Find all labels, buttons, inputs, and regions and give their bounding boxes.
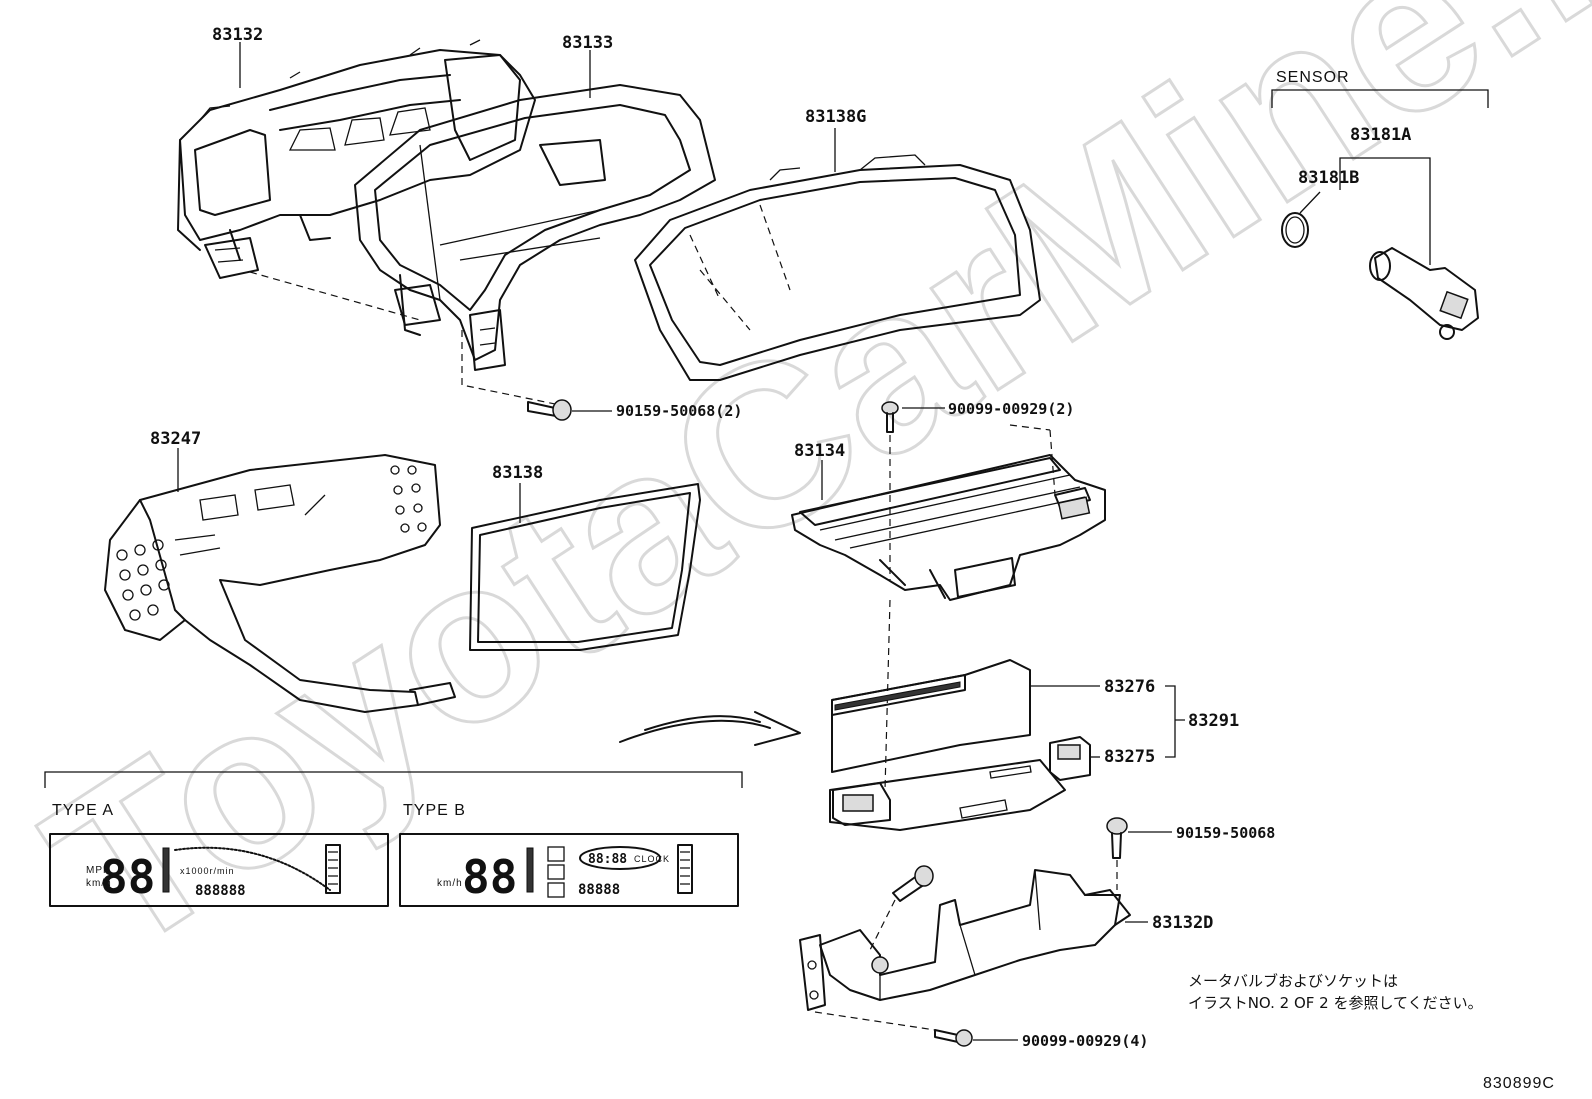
part-83275-socket [1049, 736, 1091, 781]
type-a-display: 88 MPH km/h x1000r/min 888888 [49, 833, 389, 907]
label-83138: 83138 [492, 463, 543, 483]
screw-90159-50068-lower [1106, 817, 1128, 859]
screw-90099-00929-top [881, 401, 899, 433]
type-b-odo: 88888 [578, 882, 620, 898]
label-83138g: 83138G [805, 107, 866, 127]
part-83181a-sensor [1369, 247, 1479, 340]
type-a-x1000: x1000r/min [180, 866, 235, 876]
type-a-odo: 888888 [195, 883, 246, 899]
type-a-digits: 88 [100, 850, 155, 904]
label-90099-00929-4: 90099-00929(4) [1022, 1032, 1148, 1050]
label-83247: 83247 [150, 429, 201, 449]
label-83181b: 83181B [1298, 168, 1359, 188]
screw-90159-50068-top [527, 399, 572, 421]
screw-side [892, 865, 934, 902]
type-b-digits: 88 [462, 850, 517, 904]
part-83138g-meter-glass [634, 154, 1041, 381]
type-b-display: 88 km/h 88:88 CLOCK 88888 [399, 833, 739, 907]
part-83132d-lower-case [799, 869, 1131, 1011]
diagram-code: 830899C [1483, 1075, 1555, 1092]
note-line-2: イラストNO. 2 OF 2 を参照してください。 [1188, 994, 1483, 1012]
label-83134: 83134 [794, 441, 845, 461]
part-83181b-o-ring [1281, 212, 1309, 248]
part-83134-meter-body [791, 454, 1106, 601]
label-83276: 83276 [1104, 677, 1155, 697]
label-83133: 83133 [562, 33, 613, 53]
part-83132-meter-housing [177, 39, 536, 279]
part-83247-printed-circuit [104, 454, 456, 713]
label-83275: 83275 [1104, 747, 1155, 767]
type-b-label: TYPE B [403, 802, 466, 819]
type-b-clock-digits: 88:88 [588, 852, 627, 867]
part-83291-circuit-board [829, 759, 1066, 831]
label-83291: 83291 [1188, 711, 1239, 731]
label-83132: 83132 [212, 25, 263, 45]
type-b-kmh: km/h [437, 878, 463, 889]
label-90099-00929-2: 90099-00929(2) [948, 400, 1074, 418]
part-83276-lcd [831, 659, 1031, 773]
part-83138-glass [469, 483, 701, 651]
label-83181a: 83181A [1350, 125, 1411, 145]
note-line-1: メータバルブおよびソケットは [1188, 972, 1398, 990]
type-a-kmh: km/h [86, 878, 112, 889]
assembly-arrow [619, 711, 801, 746]
label-90159-50068: 90159-50068 [1176, 824, 1275, 842]
label-90159-50068-2: 90159-50068(2) [616, 402, 742, 420]
label-83132d: 83132D [1152, 913, 1213, 933]
type-a-mph: MPH [86, 865, 111, 876]
type-b-clock: CLOCK [634, 854, 670, 864]
part-83133-meter-case [354, 84, 716, 371]
type-a-label: TYPE A [52, 802, 114, 819]
screw-90099-00929-bottom [934, 1029, 973, 1047]
sensor-header: SENSOR [1276, 69, 1350, 86]
